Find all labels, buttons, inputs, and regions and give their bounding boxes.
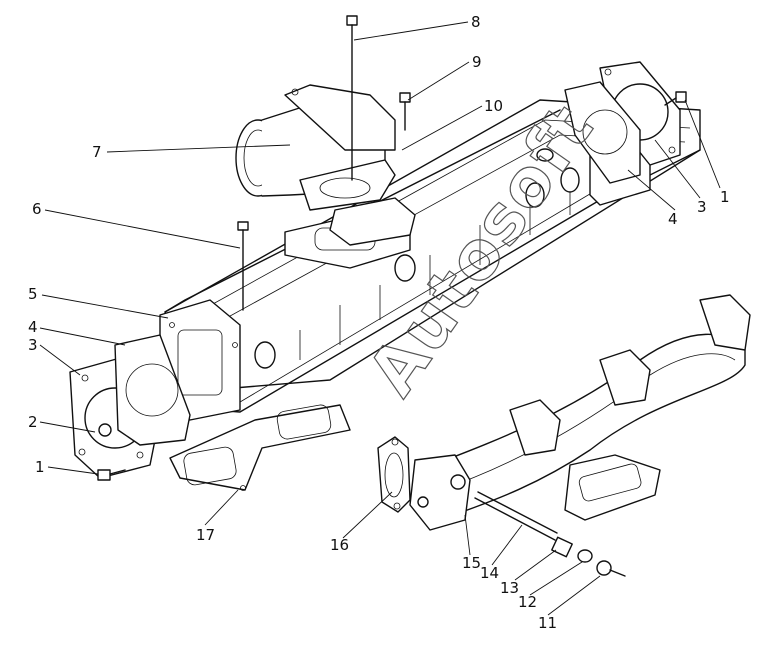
callout-2: 2 bbox=[28, 413, 38, 431]
left-gasket bbox=[114, 334, 191, 446]
callout-14: 14 bbox=[480, 564, 499, 582]
callout-9: 9 bbox=[472, 53, 482, 71]
callout-3-right: 3 bbox=[697, 198, 707, 216]
callout-17: 17 bbox=[196, 526, 215, 544]
callout-11: 11 bbox=[538, 614, 557, 632]
part-15-exhaust-manifold bbox=[409, 294, 751, 531]
callout-15: 15 bbox=[462, 554, 481, 572]
callout-12: 12 bbox=[518, 593, 537, 611]
right-gasket bbox=[564, 81, 641, 184]
callout-5: 5 bbox=[28, 285, 38, 303]
callout-4-left: 4 bbox=[28, 318, 38, 336]
callout-labels: 8 9 10 7 6 5 4 3 2 1 17 16 15 14 13 12 1… bbox=[28, 13, 730, 632]
callout-3-left: 3 bbox=[28, 336, 38, 354]
callout-16: 16 bbox=[330, 536, 349, 554]
leader-lines bbox=[39, 21, 721, 616]
callout-10: 10 bbox=[484, 97, 503, 115]
callout-1-left: 1 bbox=[35, 458, 45, 476]
callout-1-right: 1 bbox=[720, 188, 730, 206]
stud-and-fasteners bbox=[474, 491, 626, 577]
callout-8: 8 bbox=[471, 13, 481, 31]
callout-7: 7 bbox=[92, 143, 102, 161]
part-17-gasket bbox=[169, 404, 351, 491]
callout-4-right: 4 bbox=[668, 210, 678, 228]
part-7-elbow-outlet bbox=[235, 84, 396, 211]
part-10-gasket bbox=[284, 197, 416, 269]
bolts bbox=[97, 15, 687, 481]
callout-13: 13 bbox=[500, 579, 519, 597]
callout-6: 6 bbox=[32, 200, 42, 218]
